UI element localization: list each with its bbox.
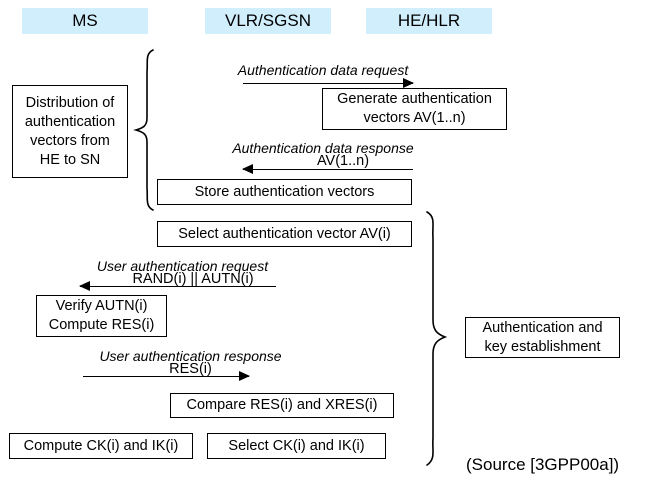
phase-auth-key-line-2: key establishment xyxy=(484,338,601,355)
lane-header-vlr-sgsn: VLR/SGSN xyxy=(205,8,331,34)
phase-distribution-line-1: Distribution of xyxy=(25,94,115,111)
action-box-verify-autn: Verify AUTN(i) Compute RES(i) xyxy=(36,295,167,337)
message-label-user-auth-request: User authentication request xyxy=(96,258,269,274)
arrow-head-right xyxy=(403,78,414,89)
action-box-generate-av: Generate authentication vectors AV(1..n) xyxy=(322,88,507,130)
lane-header-ms: MS xyxy=(22,8,148,34)
action-verify-autn-line-1: Verify AUTN(i) xyxy=(55,298,148,314)
action-box-select-ck-ik: Select CK(i) and IK(i) xyxy=(207,433,386,459)
right-brace-auth-key-establishment xyxy=(424,210,448,468)
action-box-compare-res: Compare RES(i) and XRES(i) xyxy=(170,393,394,418)
message-sublabel-auth-data-response: AV(1..n) xyxy=(316,153,370,169)
phase-auth-key-line-1: Authentication and xyxy=(482,319,603,336)
message-label-auth-data-response: Authentication data response xyxy=(232,140,414,156)
arrow-head-right xyxy=(239,371,250,382)
action-generate-av-line-1: Generate authentication xyxy=(337,91,492,107)
message-label-user-auth-response: User authentication response xyxy=(99,348,282,364)
action-verify-autn-line-2: Compute RES(i) xyxy=(48,317,155,333)
message-label-auth-data-request: Authentication data request xyxy=(237,62,409,78)
action-select-av-line-1: Select authentication vector AV(i) xyxy=(178,225,391,242)
action-box-store-av: Store authentication vectors xyxy=(157,179,412,205)
arrow-shaft xyxy=(243,83,413,84)
arrow-shaft xyxy=(83,376,249,377)
action-compare-res-line-1: Compare RES(i) and XRES(i) xyxy=(186,397,378,413)
lane-header-he-hlr: HE/HLR xyxy=(366,8,492,34)
arrow-shaft xyxy=(243,169,413,170)
arrow-head-left xyxy=(242,164,253,175)
message-sublabel-user-auth-response: RES(i) xyxy=(169,361,212,377)
message-sublabel-user-auth-request: RAND(i) || AUTN(i) xyxy=(132,271,254,287)
action-box-compute-ck-ik: Compute CK(i) and IK(i) xyxy=(9,433,193,459)
arrow-shaft xyxy=(80,286,276,287)
phase-distribution-line-3: vectors from xyxy=(30,132,110,149)
arrow-head-left xyxy=(79,281,90,292)
phase-distribution-line-4: HE to SN xyxy=(39,151,101,168)
source-note: (Source [3GPP00a]) xyxy=(466,455,620,474)
action-store-av-line-1: Store authentication vectors xyxy=(194,183,375,200)
action-generate-av-line-2: vectors AV(1..n) xyxy=(363,110,466,126)
phase-box-distribution: Distribution of authentication vectors f… xyxy=(12,85,128,178)
phase-distribution-line-2: authentication xyxy=(24,113,116,130)
phase-box-auth-key-establishment: Authentication and key establishment xyxy=(465,317,620,358)
action-select-ck-ik-line-1: Select CK(i) and IK(i) xyxy=(228,437,365,454)
action-compute-ck-ik-line-1: Compute CK(i) and IK(i) xyxy=(23,437,179,454)
left-brace-distribution xyxy=(133,48,155,212)
action-box-select-av: Select authentication vector AV(i) xyxy=(157,221,412,247)
